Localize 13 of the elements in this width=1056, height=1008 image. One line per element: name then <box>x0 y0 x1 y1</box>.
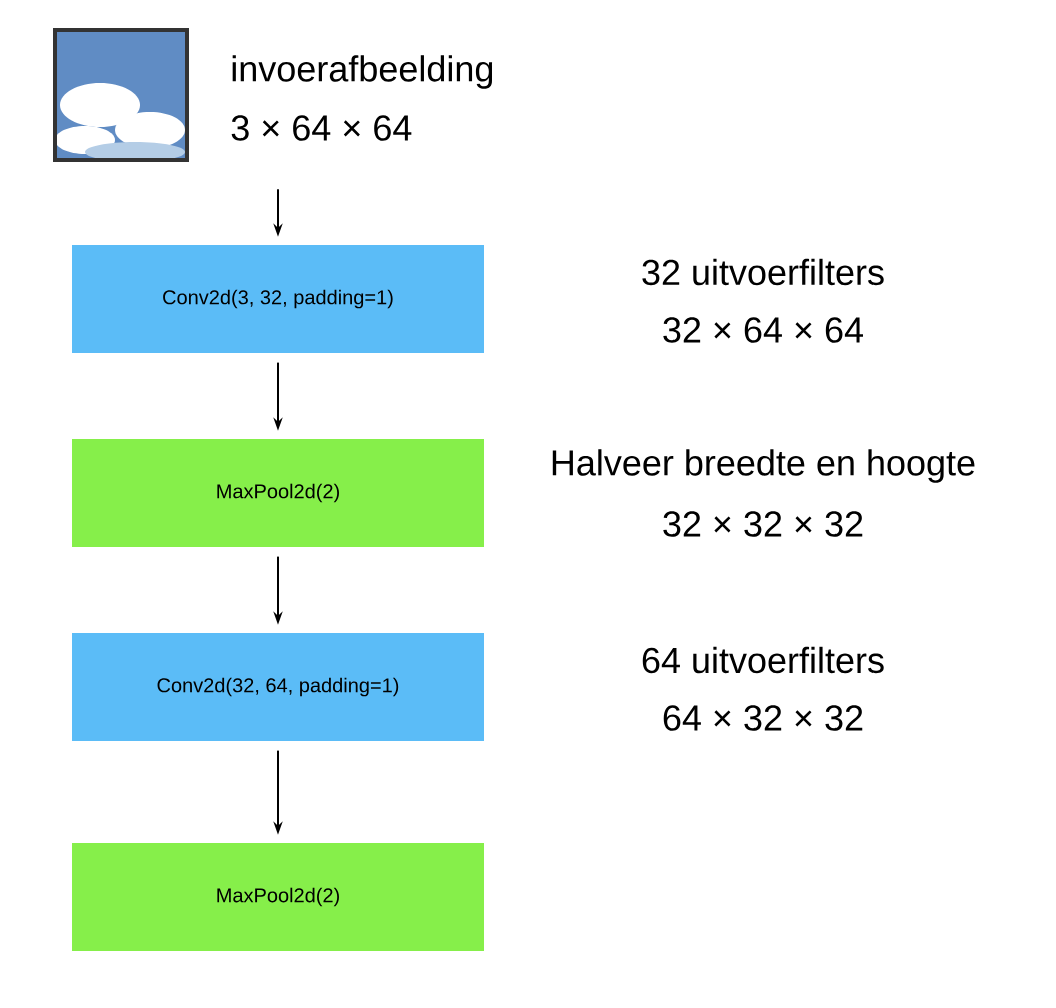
layer-box: MaxPool2d(2) <box>72 843 484 951</box>
layer-box: Conv2d(32, 64, padding=1) <box>72 633 484 741</box>
layer-annotation: 32 × 32 × 32 <box>663 511 863 537</box>
layer-box: MaxPool2d(2) <box>72 439 484 547</box>
layer-annotation: 64 uitvoerfilters <box>642 646 884 674</box>
layer-annotation: 32 × 64 × 64 <box>663 317 863 343</box>
layer-annotation: 32 uitvoerfilters <box>642 258 884 286</box>
layer-annotation: 64 × 32 × 32 <box>663 705 863 731</box>
layer-annotation: Halveer breedte en hoogte <box>552 449 975 483</box>
layer-annotation: invoerafbeelding <box>232 55 493 89</box>
layer-annotation: 3 × 64 × 64 <box>231 115 412 141</box>
photo-drawing <box>53 28 189 162</box>
layer-box: Conv2d(3, 32, padding=1) <box>72 245 484 353</box>
